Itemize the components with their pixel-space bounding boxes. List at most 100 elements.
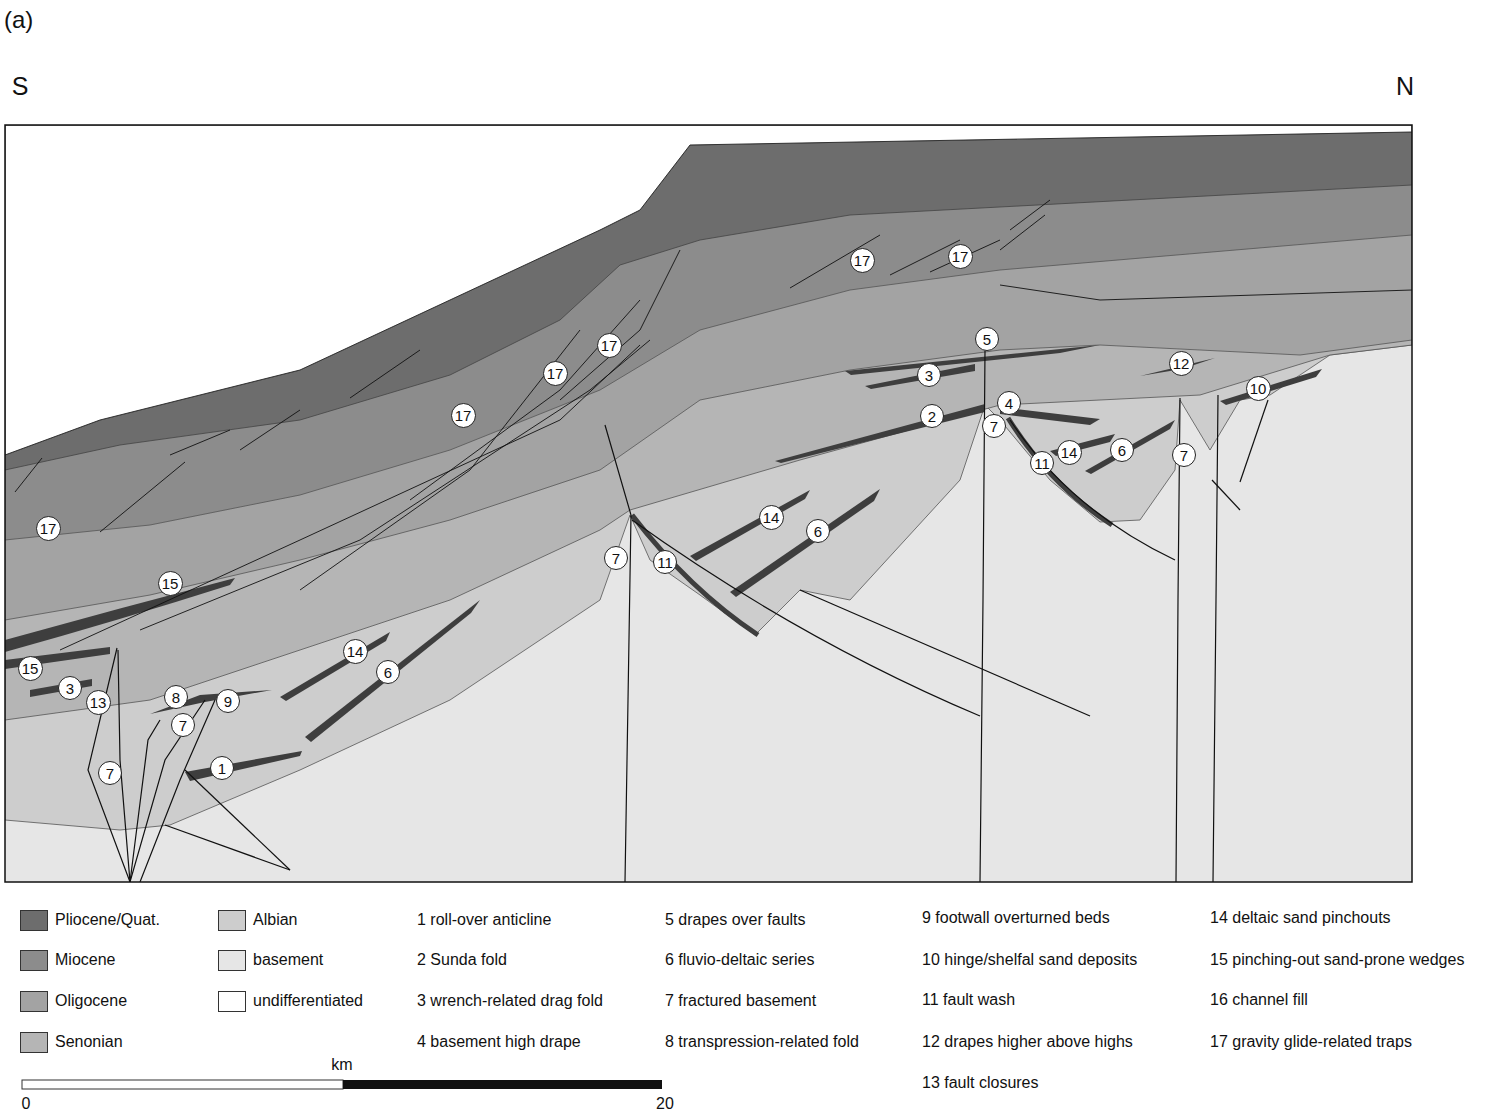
callout-number: 1 <box>210 756 234 780</box>
callout-text: 1 <box>218 761 226 776</box>
trap-type-item: 5 drapes over faults <box>665 911 806 929</box>
fault-line <box>185 770 290 870</box>
glide-fault <box>100 462 185 532</box>
callout-text: 13 <box>90 695 107 710</box>
reservoir-lens <box>775 404 985 463</box>
callout-number: 13 <box>86 690 111 715</box>
callout-number: 11 <box>1030 451 1054 475</box>
glide-fault <box>300 330 580 590</box>
legend-text: Miocene <box>55 951 115 969</box>
legend-text: basement <box>253 951 323 969</box>
callout-number: 17 <box>543 361 568 386</box>
scale-label: km <box>331 1056 352 1074</box>
scale-bar <box>343 1080 662 1089</box>
callout-number: 17 <box>451 403 476 428</box>
fault-line <box>140 700 215 882</box>
legend-swatch <box>20 950 48 971</box>
callout-text: 6 <box>384 665 392 680</box>
callout-number: 11 <box>653 550 677 574</box>
legend-swatch <box>218 991 246 1012</box>
glide-fault <box>240 410 300 450</box>
trap-type-item: 3 wrench-related drag fold <box>417 992 603 1010</box>
trap-type-item: 8 transpression-related fold <box>665 1033 859 1051</box>
callout-text: 6 <box>1118 443 1126 458</box>
callout-text: 15 <box>162 576 179 591</box>
callout-text: 15 <box>22 661 39 676</box>
trap-type-item: 13 fault closures <box>922 1074 1039 1092</box>
callout-text: 14 <box>763 510 780 525</box>
scale-bar <box>22 1080 343 1089</box>
callout-text: 3 <box>66 681 74 696</box>
sea-floor <box>5 125 1412 455</box>
reservoir-lens <box>1085 420 1175 474</box>
scale-label: 20 <box>656 1095 674 1113</box>
fault-line <box>800 590 1090 716</box>
fault-line <box>1213 395 1218 882</box>
legend-swatch <box>20 991 48 1012</box>
trap-type-item: 7 fractured basement <box>665 992 816 1010</box>
panel-label: S <box>12 72 29 101</box>
glide-fault <box>410 300 640 500</box>
reservoir-lens <box>185 751 302 781</box>
callout-text: 7 <box>106 766 114 781</box>
callout-number: 2 <box>920 404 944 428</box>
trap-type-item: 12 drapes higher above highs <box>922 1033 1133 1051</box>
frame <box>5 125 1412 882</box>
glide-fault <box>15 458 42 492</box>
legend-swatch <box>218 910 246 931</box>
legend-text: Albian <box>253 911 297 929</box>
glide-fault <box>170 430 230 455</box>
trap-type-item: 10 hinge/shelfal sand deposits <box>922 951 1137 969</box>
callout-number: 6 <box>806 519 830 543</box>
legend-text: Pliocene/Quat. <box>55 911 160 929</box>
legend-text: Oligocene <box>55 992 127 1010</box>
callout-text: 6 <box>814 524 822 539</box>
callout-text: 12 <box>1173 356 1190 371</box>
glide-fault <box>560 250 680 400</box>
trap-type-item: 9 footwall overturned beds <box>922 909 1110 927</box>
callout-number: 6 <box>376 660 400 684</box>
reservoir-lens <box>5 345 1322 781</box>
trap-type-item: 4 basement high drape <box>417 1033 581 1051</box>
fault-line <box>605 425 631 882</box>
trap-type-item: 11 fault wash <box>922 991 1015 1009</box>
fault-line <box>88 648 130 882</box>
callout-number: 14 <box>1057 440 1082 465</box>
callout-text: 17 <box>952 249 969 264</box>
callout-text: 2 <box>928 409 936 424</box>
callout-text: 11 <box>657 555 673 570</box>
reservoir-lens <box>730 489 880 597</box>
reservoir-lens <box>5 578 235 652</box>
fault-line <box>165 825 290 870</box>
callout-text: 10 <box>1250 381 1267 396</box>
callout-number: 8 <box>164 685 188 709</box>
fault-line <box>130 720 160 882</box>
fault-wash <box>1008 418 1112 525</box>
callout-text: 17 <box>547 366 564 381</box>
callout-text: 9 <box>224 694 232 709</box>
legend-text: undifferentiated <box>253 992 363 1010</box>
callout-text: 7 <box>990 419 998 434</box>
callout-text: 14 <box>1061 445 1078 460</box>
callout-number: 3 <box>58 676 82 700</box>
callout-number: 14 <box>759 505 784 530</box>
callout-number: 3 <box>917 363 941 387</box>
reservoir-lens <box>845 345 1100 375</box>
glide-fault <box>790 235 880 288</box>
callout-number: 17 <box>597 333 622 358</box>
callout-text: 11 <box>1034 456 1050 471</box>
callout-number: 17 <box>948 244 973 269</box>
glide-fault <box>60 345 640 650</box>
callout-number: 17 <box>36 516 61 541</box>
callout-number: 7 <box>171 713 195 737</box>
trap-type-item: 14 deltaic sand pinchouts <box>1210 909 1391 927</box>
callout-number: 15 <box>158 571 183 596</box>
callout-text: 14 <box>347 644 364 659</box>
scale-bar <box>22 1080 662 1089</box>
fault-wash <box>632 418 1112 635</box>
glide-fault <box>1010 200 1050 230</box>
panel-label: N <box>1396 72 1414 101</box>
legend-swatch <box>218 950 246 971</box>
glide-fault <box>350 350 420 398</box>
